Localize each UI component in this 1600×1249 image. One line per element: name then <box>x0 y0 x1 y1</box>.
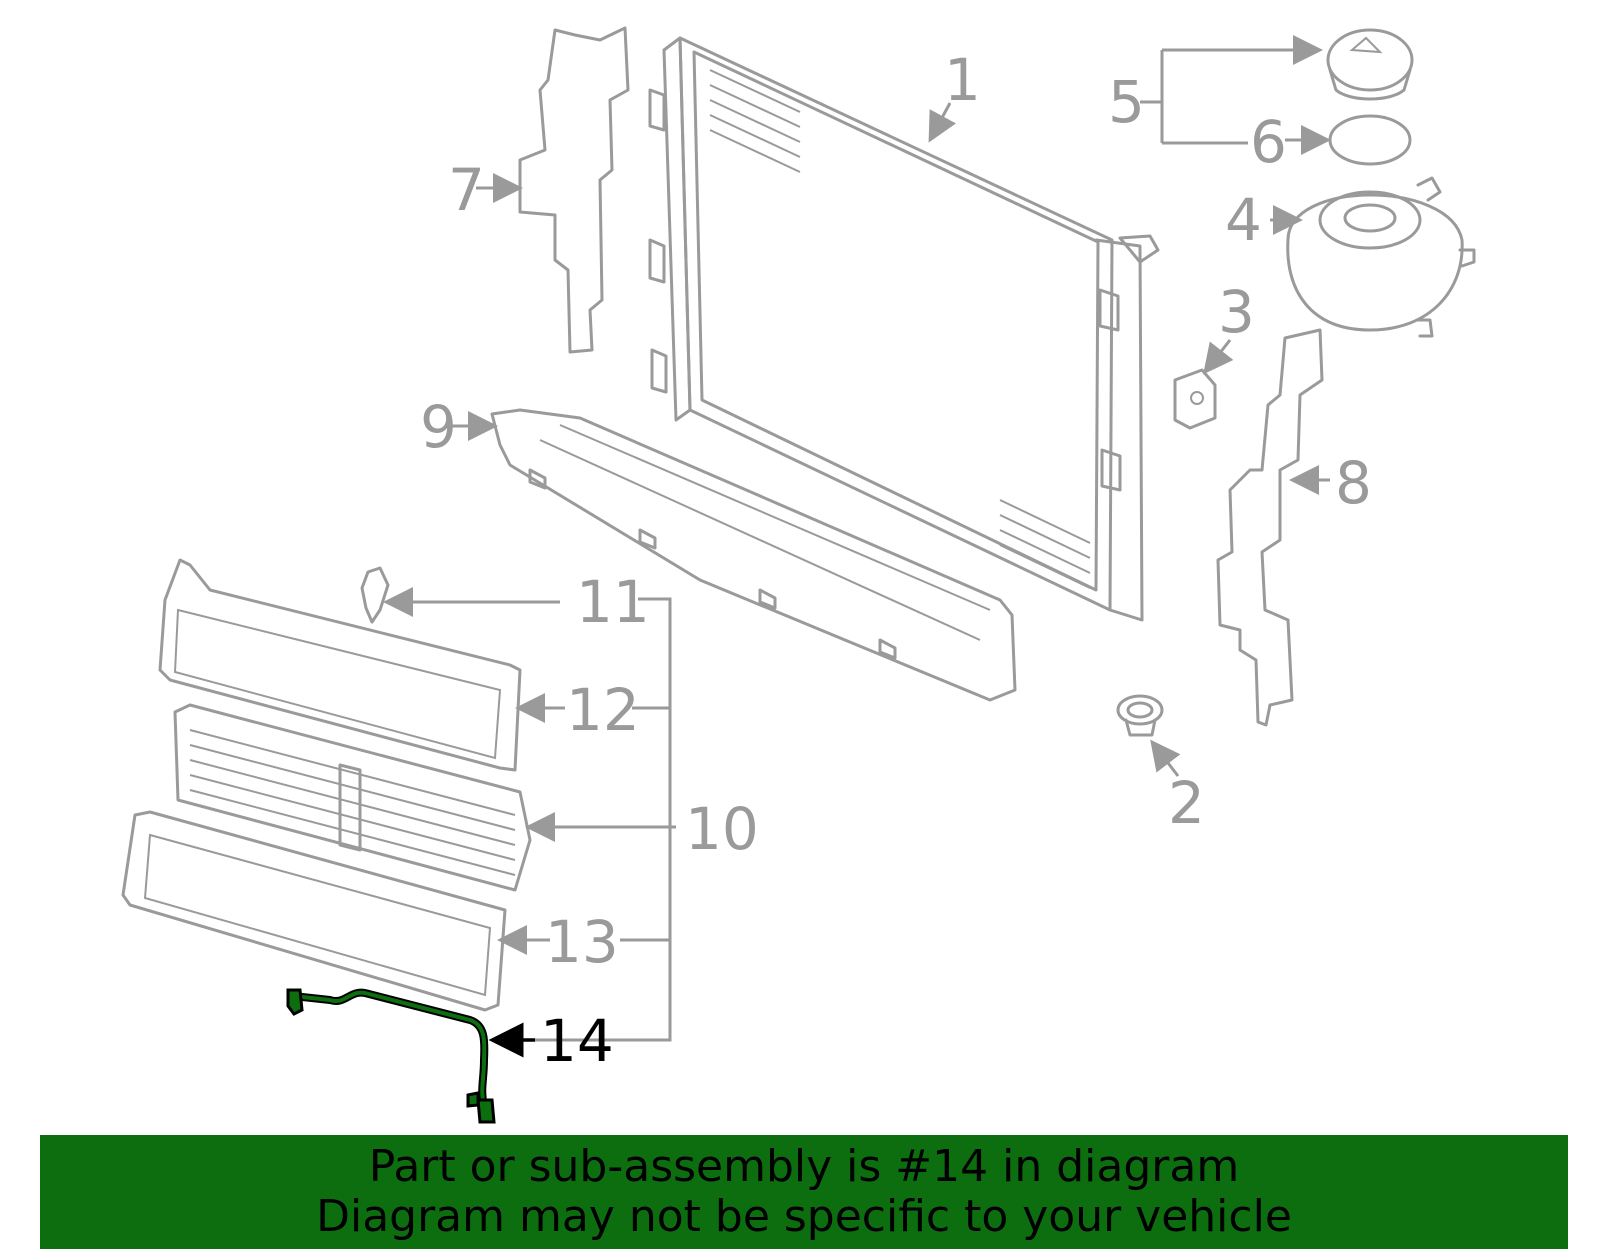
part-12-upper-shutter-frame[interactable] <box>158 558 522 772</box>
part-14-wiring-harness[interactable] <box>286 988 496 1124</box>
callout-2: 2 <box>1168 769 1205 837</box>
part-6-o-ring[interactable] <box>1328 114 1412 166</box>
banner-line-1: Part or sub-assembly is #14 in diagram <box>368 1141 1240 1192</box>
callout-3: 3 <box>1218 278 1255 346</box>
part-8-right-air-guide[interactable] <box>1216 328 1324 727</box>
callout-13: 13 <box>545 908 619 976</box>
callout-9: 9 <box>420 393 457 461</box>
callout-1: 1 <box>944 46 981 114</box>
part-10-active-shutter[interactable] <box>173 703 532 892</box>
banner-line-2: Diagram may not be specific to your vehi… <box>316 1191 1292 1242</box>
part-4-coolant-reservoir[interactable] <box>1286 176 1476 338</box>
part-7-left-air-guide[interactable] <box>518 26 630 354</box>
part-5-reservoir-cap[interactable] <box>1326 28 1414 101</box>
part-9-air-deflector[interactable] <box>490 408 1017 702</box>
callout-10: 10 <box>685 795 759 863</box>
part-11-clip[interactable] <box>360 566 390 624</box>
part-1-radiator[interactable] <box>648 36 1160 622</box>
callout-8: 8 <box>1335 449 1372 517</box>
callout-5: 5 <box>1108 68 1145 136</box>
info-banner: Part or sub-assembly is #14 in diagram D… <box>40 1135 1568 1249</box>
callout-6: 6 <box>1250 108 1287 176</box>
part-13-lower-shutter-frame[interactable] <box>121 810 507 1012</box>
callout-14: 14 <box>540 1007 614 1075</box>
callout-12: 12 <box>566 676 640 744</box>
callout-7: 7 <box>448 156 485 224</box>
part-2-grommet[interactable] <box>1116 694 1164 737</box>
part-3-bracket[interactable] <box>1173 368 1217 430</box>
callout-4: 4 <box>1225 186 1262 254</box>
callout-11: 11 <box>576 568 650 636</box>
